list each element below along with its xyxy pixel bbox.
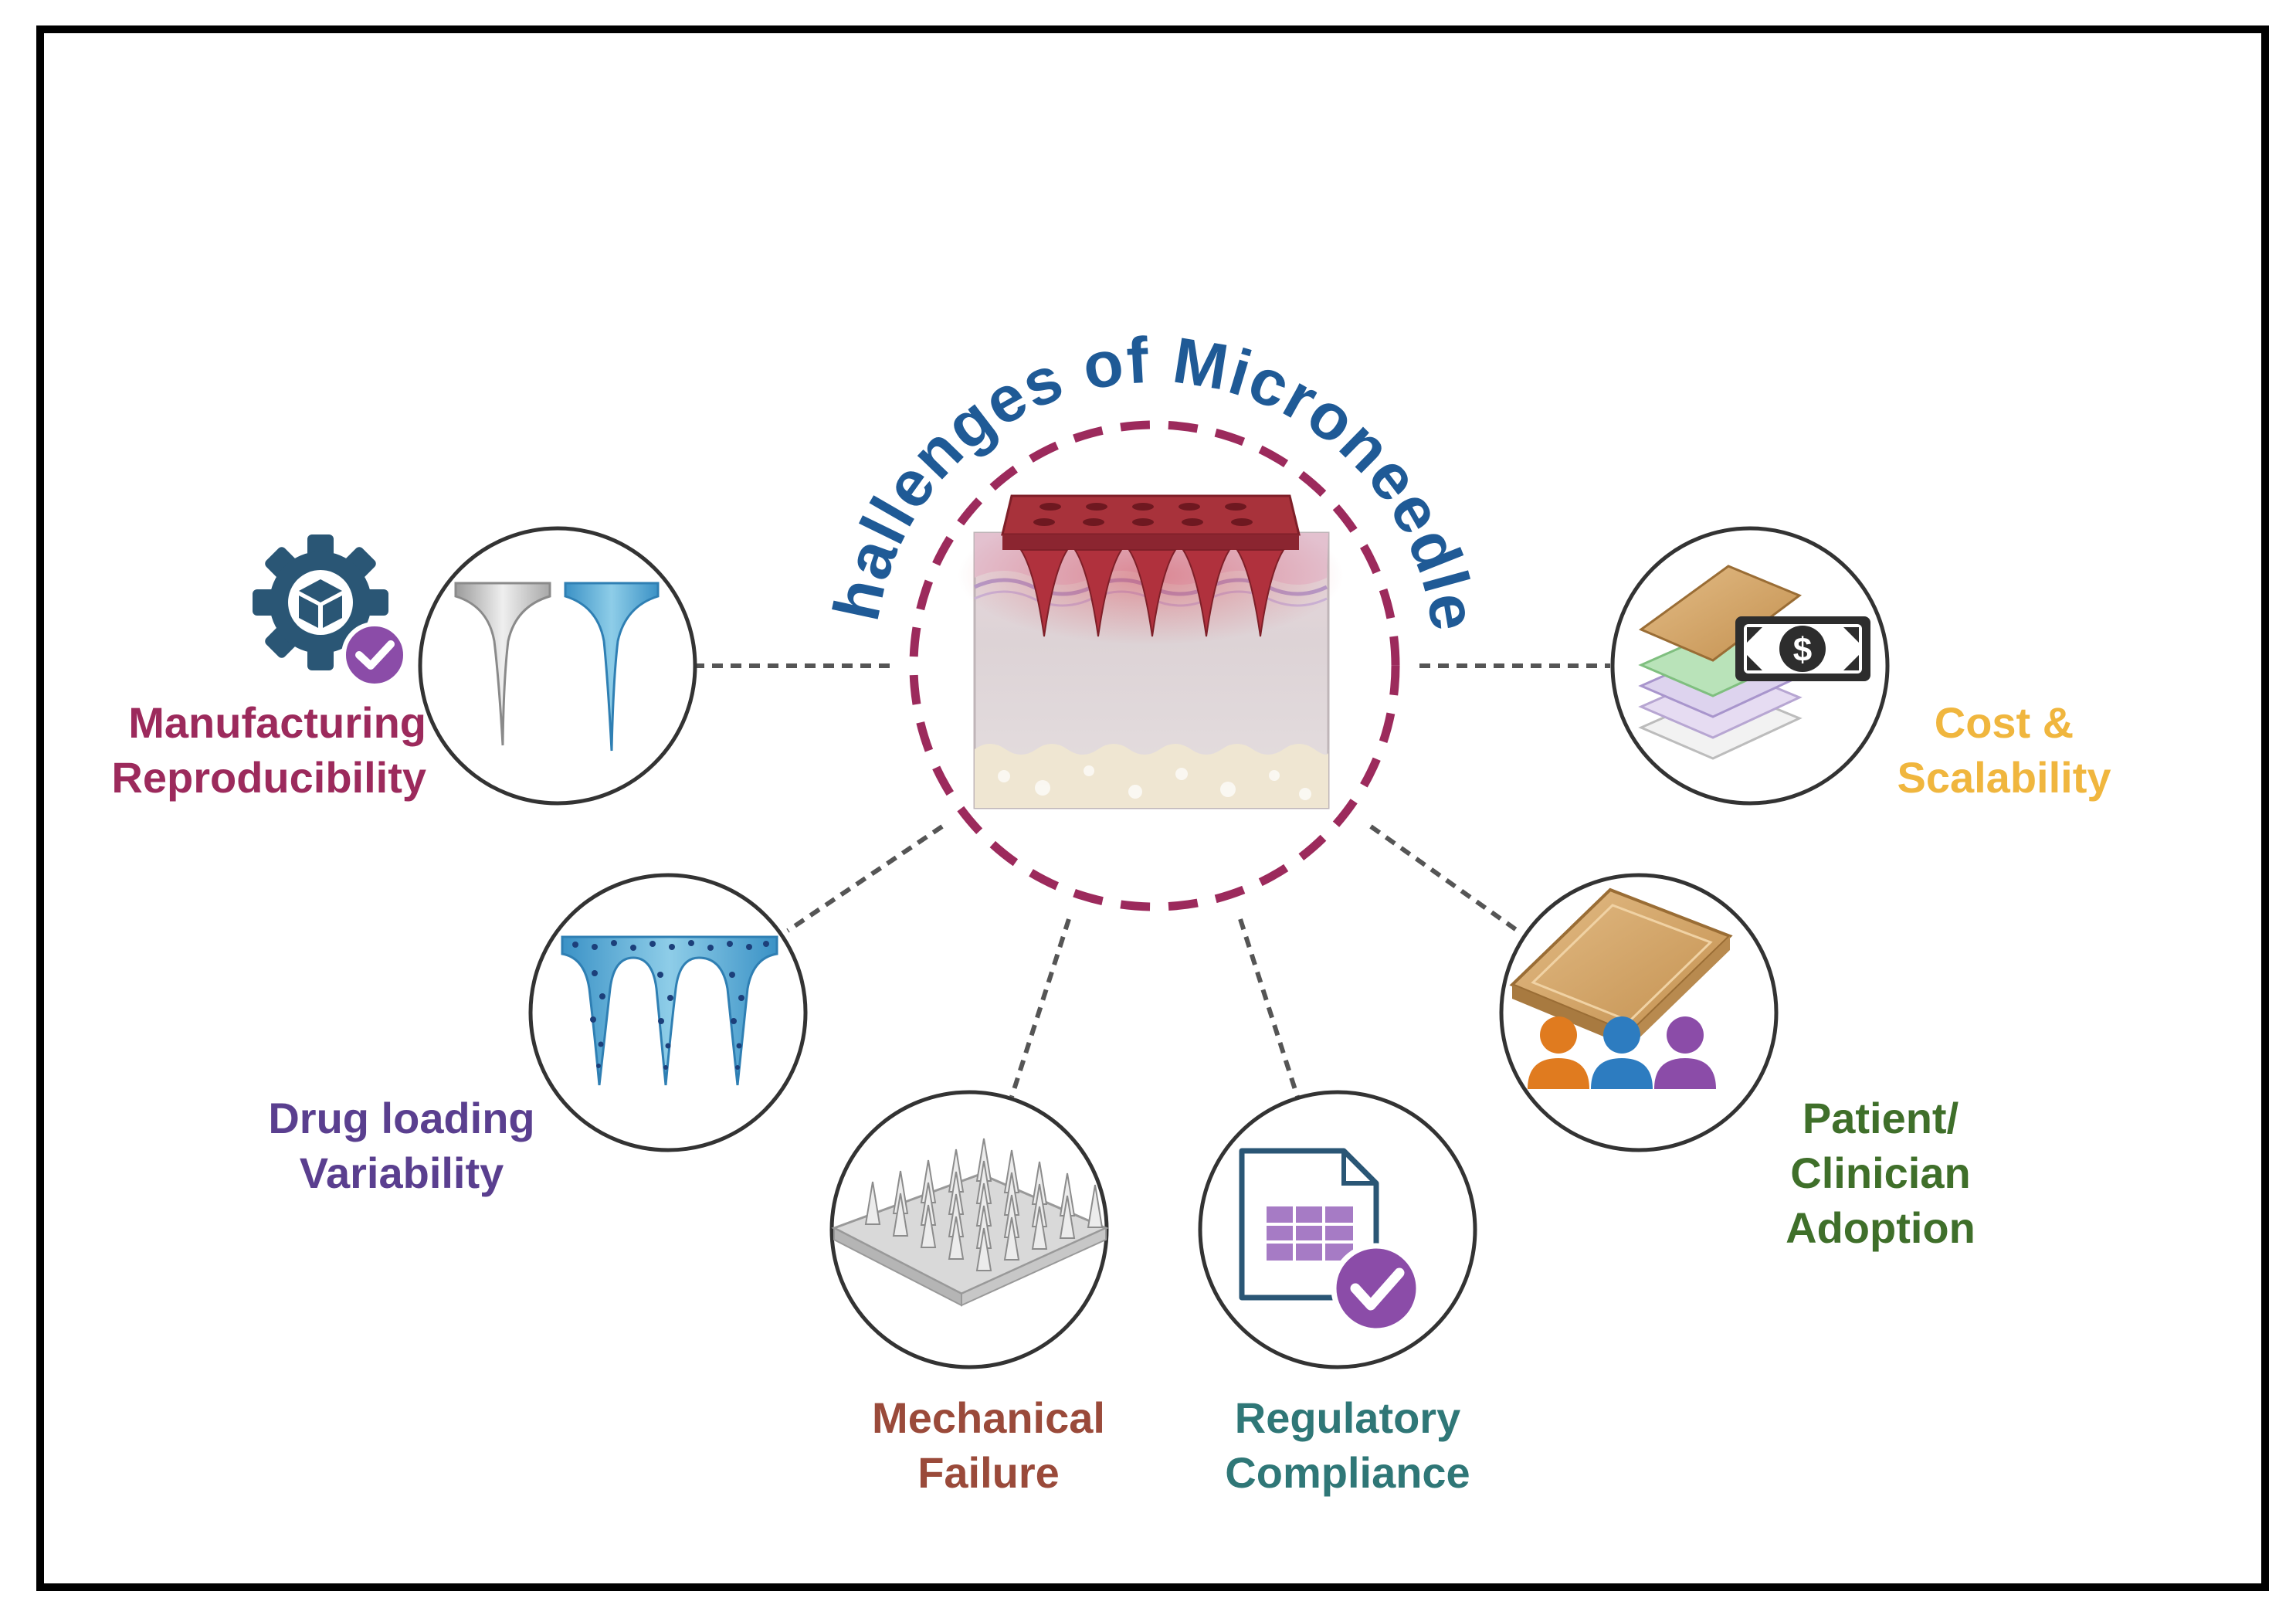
label-patient: Patient/ Clinician Adoption — [1786, 1094, 1976, 1252]
microneedle-pair-icon — [454, 582, 660, 752]
money-bill-icon: $ — [1735, 616, 1870, 681]
microneedle-spike — [920, 1204, 937, 1248]
skin-microneedle-patch-icon — [958, 494, 1344, 809]
connector-regulatory — [1238, 918, 1300, 1098]
person-blue-icon — [1591, 1016, 1653, 1089]
connector-lines — [697, 663, 1610, 1098]
microneedle-spike — [1087, 1184, 1104, 1228]
patch-people-icon — [1509, 887, 1733, 1089]
microneedle-spike — [948, 1216, 965, 1260]
connector-mechanical — [1009, 918, 1071, 1098]
microneedle-spike — [1031, 1206, 1048, 1250]
microneedle-array-icon — [831, 1138, 1109, 1307]
connector-patient — [1369, 824, 1519, 933]
microneedle-spike — [975, 1227, 992, 1271]
drug-loaded-microneedle-icon — [561, 935, 778, 1086]
connector-drug-loading — [786, 824, 944, 933]
microneedle-spike — [1003, 1216, 1020, 1261]
label-regulatory: Regulatory Compliance — [1225, 1393, 1470, 1497]
person-orange-icon — [1528, 1016, 1589, 1089]
patch-money-icon: $ — [1638, 565, 1870, 760]
label-drug-loading: Drug loading Variability — [268, 1094, 535, 1197]
label-cost: Cost & Scalability — [1897, 698, 2111, 802]
microneedle-spike — [892, 1193, 909, 1237]
label-manufacturing: Manufacturing Reproducibility — [111, 698, 426, 802]
gear-box-check-icon — [253, 534, 408, 688]
microneedle-spike — [864, 1181, 881, 1225]
diagram-frame — [36, 25, 2269, 1591]
microneedle-spike — [1059, 1195, 1076, 1239]
manufacturing-circle — [418, 526, 697, 806]
person-purple-icon — [1654, 1016, 1716, 1089]
label-mechanical: Mechanical Failure — [872, 1393, 1105, 1497]
document-check-icon — [1239, 1148, 1422, 1334]
svg-text:$: $ — [1793, 631, 1812, 669]
